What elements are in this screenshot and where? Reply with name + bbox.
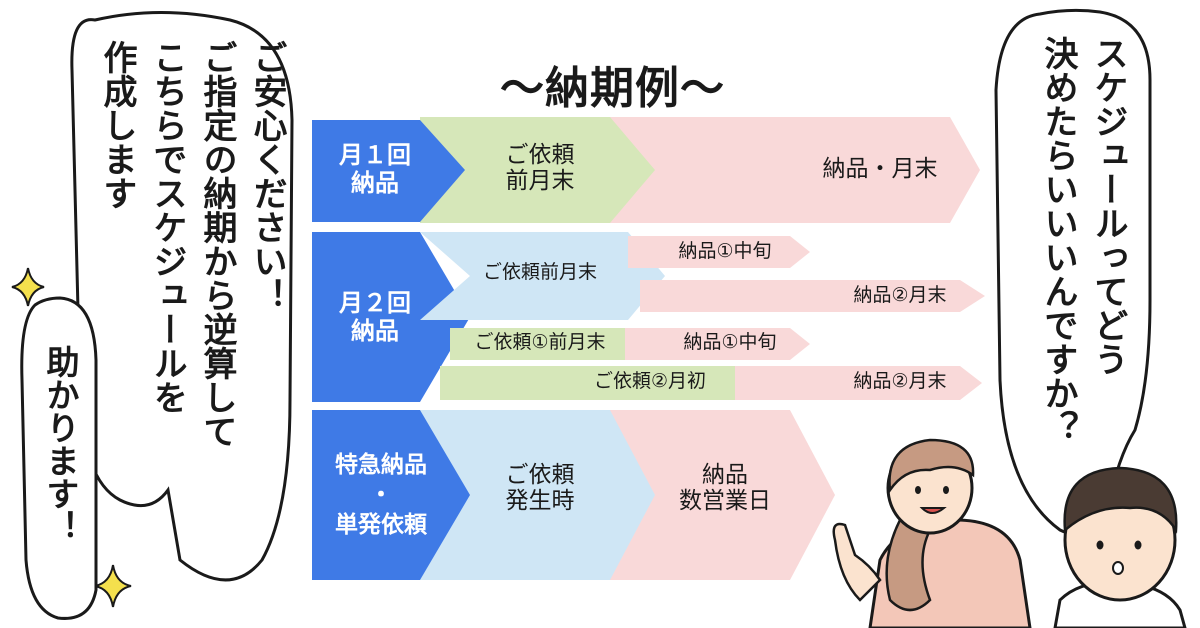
row2-req2-delivery-arrow	[735, 366, 982, 400]
row2-top-request-arrow	[420, 232, 665, 320]
chart-title: 〜納期例〜	[500, 63, 725, 114]
row2-top-delivery1-arrow	[628, 236, 810, 268]
right-bubble-text: スケジュールってどう 決めたらいいいんですか？	[1033, 36, 1133, 496]
row3-delivery-text: 納品 数営業日	[679, 462, 771, 515]
man-figure	[1053, 466, 1187, 628]
row2-req1-arrow	[450, 328, 648, 360]
row3-request-text: ご依頼 発生時	[505, 462, 575, 515]
row1-delivery-text: 納品・月末	[822, 156, 938, 182]
small-bubble-text: 助かります！	[41, 345, 80, 543]
row2-top-delivery2-text: 納品②月末	[853, 284, 947, 306]
row2-label: 月２回 納品	[339, 289, 411, 345]
row3-request-arrow	[420, 410, 655, 580]
row3-delivery-arrow	[600, 410, 835, 580]
row2-req2-arrow	[440, 366, 758, 400]
sparkle-icon	[11, 267, 45, 307]
right-bubble-line: 決めたらいいいんですか？	[1038, 36, 1078, 444]
row2-req2-text: ご依頼②月初	[593, 370, 707, 392]
left-bubble-text: ご安心ください！ ご指定の納期から逆算して こちらでスケジュールを 作成します	[92, 40, 292, 510]
left-bubble-line: ご指定の納期から逆算して	[197, 40, 237, 448]
row1-request-text: ご依頼 前月末	[505, 142, 575, 195]
sparkle-icon	[94, 564, 132, 608]
row1-request-arrow	[420, 117, 655, 223]
left-bubble-line: こちらでスケジュールを	[147, 40, 187, 414]
row2-top-delivery2-arrow	[640, 280, 985, 312]
row2-req1-delivery-text: 納品①中旬	[683, 331, 777, 353]
small-speech-bubble	[20, 296, 98, 620]
row2-req1-delivery-arrow	[625, 328, 810, 360]
row1-delivery-arrow	[600, 117, 980, 223]
row1-label: 月１回 納品	[339, 141, 411, 197]
row2-top-delivery1-text: 納品①中旬	[678, 240, 772, 262]
row3-label-top: 特急納品	[335, 452, 427, 478]
left-bubble-line: ご安心ください！	[247, 40, 287, 312]
left-bubble-line: 作成します	[97, 40, 137, 210]
woman-figure	[832, 438, 1032, 628]
row1-label-arrow	[312, 120, 465, 222]
row3-label-arrow	[312, 410, 470, 580]
row2-label-arrow	[312, 232, 470, 402]
row3-label-mid: ・	[369, 482, 393, 508]
row2-req2-delivery-text: 納品②月末	[853, 370, 947, 392]
right-bubble-line: スケジュールってどう	[1088, 36, 1128, 376]
row2-req1-text: ご依頼①前月末	[474, 331, 606, 353]
row2-top-request-text: ご依頼前月末	[482, 261, 597, 283]
row3-label-bottom: 単発依頼	[335, 512, 427, 538]
